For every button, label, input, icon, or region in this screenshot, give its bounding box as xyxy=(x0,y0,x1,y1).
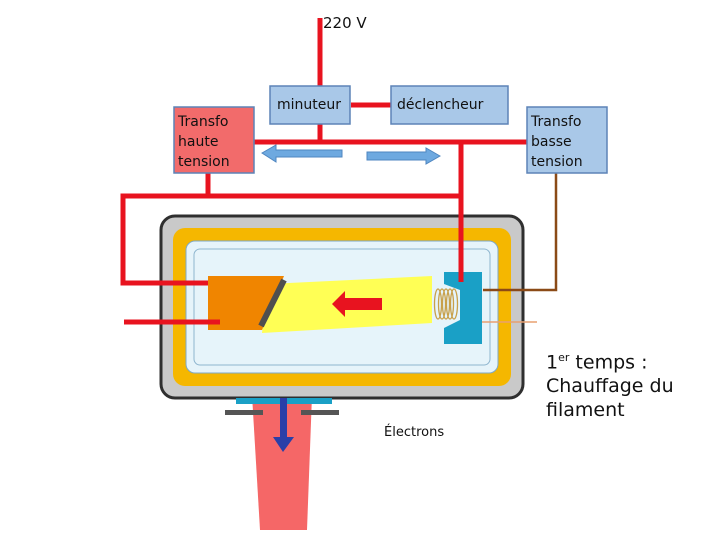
caption-ordinal: 1 xyxy=(546,351,559,374)
anode-target xyxy=(258,278,287,328)
caption-line-3: filament xyxy=(546,399,625,422)
transfo-high-label: Transfo haute tension xyxy=(178,114,230,170)
trigger-label: déclencheur xyxy=(397,97,484,113)
red-wiring xyxy=(120,18,530,325)
transfo-low-box xyxy=(526,106,608,174)
trigger-box xyxy=(390,85,509,125)
caption-line-1: 1er temps : xyxy=(546,346,674,374)
caption-line-1-rest: temps : xyxy=(569,351,648,374)
supply-voltage-label: 220 V xyxy=(323,14,367,32)
timer-box xyxy=(269,85,351,125)
filament-coil xyxy=(433,288,459,320)
collimator-plate-left xyxy=(225,410,263,415)
electron-direction-arrow xyxy=(332,291,382,317)
control-arrow-left xyxy=(261,144,343,163)
transfo-low-label: Transfo basse tension xyxy=(531,114,583,170)
caption-line-2: Chauffage du xyxy=(546,375,674,398)
xray-direction-arrow xyxy=(273,398,294,452)
caption-ordinal-suffix: er xyxy=(558,351,570,364)
transfo-high-box xyxy=(173,106,255,174)
timer-label: minuteur xyxy=(277,97,342,113)
low-voltage-wire xyxy=(483,173,558,292)
step-caption: 1er temps : Chauffage du filament xyxy=(546,346,674,422)
collimator-plate-right xyxy=(301,410,339,415)
electrons-label: Électrons xyxy=(384,425,445,440)
control-arrow-right xyxy=(366,147,442,165)
xray-beam xyxy=(252,395,312,530)
tube-inner-border xyxy=(193,248,491,366)
cathode-cup xyxy=(444,272,482,344)
